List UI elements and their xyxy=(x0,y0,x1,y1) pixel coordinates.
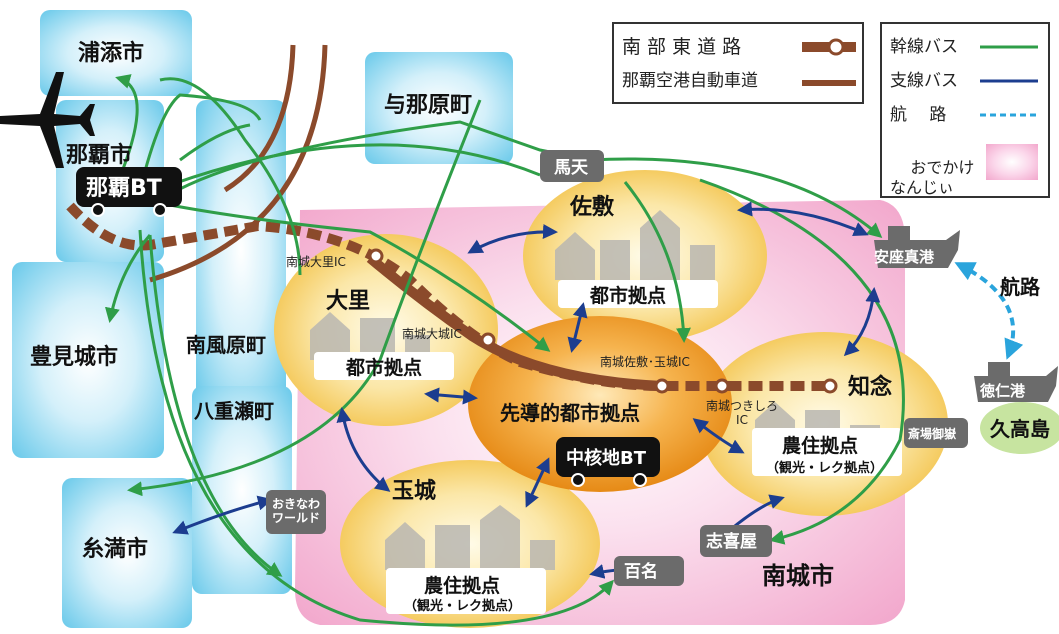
legend-sea-route-label: 航 路 xyxy=(890,105,947,125)
sefa-label: 斎場御嶽 xyxy=(908,426,957,441)
chukaku-bt-label: 中核地BT xyxy=(566,447,647,469)
legend-branch-bus: 支線バス xyxy=(890,70,958,92)
tamagusuku-label: 玉城 xyxy=(392,478,436,504)
tomigusuku-box xyxy=(12,262,164,458)
chinen-agri-hub-sub: （観光・レク拠点） xyxy=(766,460,883,476)
branch-bus-lines xyxy=(172,201,881,579)
kudaka-island xyxy=(980,402,1059,454)
legend-branch-bus-label: 支線バス xyxy=(890,71,958,91)
okinawa-world-line1: おきなわ xyxy=(272,497,320,511)
tsukishiro-ic-line-2: IC xyxy=(736,413,748,427)
naha-bt-bus xyxy=(76,167,182,217)
hyakuna-label: 百名 xyxy=(624,561,658,582)
ozato-city-hub-label: 都市拠点 xyxy=(345,356,422,379)
legend-expressway-label: 那覇空港自動車道 xyxy=(622,71,758,91)
legend-nanbu-road: 南 部 東 道 路 xyxy=(622,36,741,58)
legend-roads: 南 部 東 道 路 那覇空港自動車道 xyxy=(612,22,864,104)
tomigusuku-label: 豊見城市 xyxy=(30,344,118,370)
nanjo-label: 南城市 xyxy=(762,562,834,590)
tamagusuku-agri-hub-sub: （観光・レク拠点） xyxy=(404,598,521,614)
okinawa-world-marker xyxy=(266,490,326,534)
itoman-label: 糸満市 xyxy=(82,536,148,562)
legend-odekake: おでかけ なんじぃ xyxy=(890,138,974,218)
stop-markers xyxy=(266,150,968,586)
yonabaru-box xyxy=(365,52,513,164)
chinen-label: 知念 xyxy=(848,374,892,400)
legend-trunk-bus-label: 幹線バス xyxy=(890,37,958,57)
legend-sea-route: 航 路 xyxy=(890,104,946,126)
okinawa-world-label: おきなわワールド xyxy=(272,497,320,525)
shikiya-label: 志喜屋 xyxy=(706,531,757,552)
legend-expressway-symbol xyxy=(802,80,856,86)
legend-odekake-label: おでかけ なんじぃ xyxy=(890,158,975,197)
trunk-bus-lines xyxy=(105,74,905,627)
ozato-oshiro-ic-label: 南城大城IC xyxy=(402,326,462,341)
ozato-label: 大里 xyxy=(326,289,370,314)
leading-hub-label: 先導的都市拠点 xyxy=(500,401,640,425)
tsukishiro-ic-line: 南城つきしろ xyxy=(706,398,778,413)
yaese-label: 八重瀬町 xyxy=(194,399,274,423)
legend-expressway: 那覇空港自動車道 xyxy=(622,70,758,92)
baten-marker xyxy=(540,150,604,182)
tokujin-label: 徳仁港 xyxy=(979,382,1026,400)
ozato-ic-label: 南城大里IC xyxy=(286,254,346,269)
haebaru-label: 南風原町 xyxy=(186,333,266,357)
sea-route-line xyxy=(954,262,1024,360)
naha-airport-expressway-2 xyxy=(223,44,296,193)
municipality-boxes xyxy=(12,10,513,628)
hyakuna-marker xyxy=(614,556,684,586)
urasoe-box xyxy=(40,10,192,96)
sashiki-city-hub-label: 都市拠点 xyxy=(589,284,666,307)
legend-nanbu-road-symbol xyxy=(802,38,856,56)
chukaku-bt-bus xyxy=(556,437,660,487)
okinawa-world-line1-2: ワールド xyxy=(272,511,320,525)
sashiki-label: 佐敷 xyxy=(569,194,615,220)
itoman-box xyxy=(62,478,192,628)
ic-marker-icon xyxy=(368,248,838,394)
urasoe-label: 浦添市 xyxy=(78,40,144,66)
legend-sea-route-symbol xyxy=(980,113,1038,117)
sea-route-label: 航路 xyxy=(1000,275,1041,299)
legend-trunk-bus: 幹線バス xyxy=(890,36,958,58)
naha-bt-label: 那覇BT xyxy=(86,176,162,201)
sefa-marker xyxy=(904,418,968,448)
haebaru-box xyxy=(196,100,286,400)
azama-label: 安座真港 xyxy=(874,248,935,266)
naha-airport-expressway xyxy=(149,44,328,283)
airplane-icon xyxy=(0,72,95,168)
chinen-agri-hub-label: 農住拠点 xyxy=(782,434,858,457)
nanbu-road-solid xyxy=(366,254,663,391)
tamagusuku-agri-hub-label: 農住拠点 xyxy=(424,574,500,597)
legend-odekake-swatch xyxy=(986,144,1038,180)
legend-transit: 幹線バス 支線バス 航 路 おでかけ なんじぃ xyxy=(880,22,1050,198)
sashiki-ic-label: 南城佐敷･玉城IC xyxy=(600,354,690,369)
ship-icon xyxy=(874,226,1058,402)
shikiya-marker xyxy=(700,525,772,557)
legend-trunk-bus-symbol xyxy=(980,45,1038,49)
yonabaru-label: 与那原町 xyxy=(384,93,472,118)
baten-label: 馬天 xyxy=(554,158,589,178)
legend-branch-bus-symbol xyxy=(980,79,1038,83)
kudaka-label: 久高島 xyxy=(990,417,1050,441)
naha-label: 那覇市 xyxy=(66,142,132,168)
legend-nanbu-road-label: 南 部 東 道 路 xyxy=(622,36,742,58)
yaese-box xyxy=(192,386,292,594)
